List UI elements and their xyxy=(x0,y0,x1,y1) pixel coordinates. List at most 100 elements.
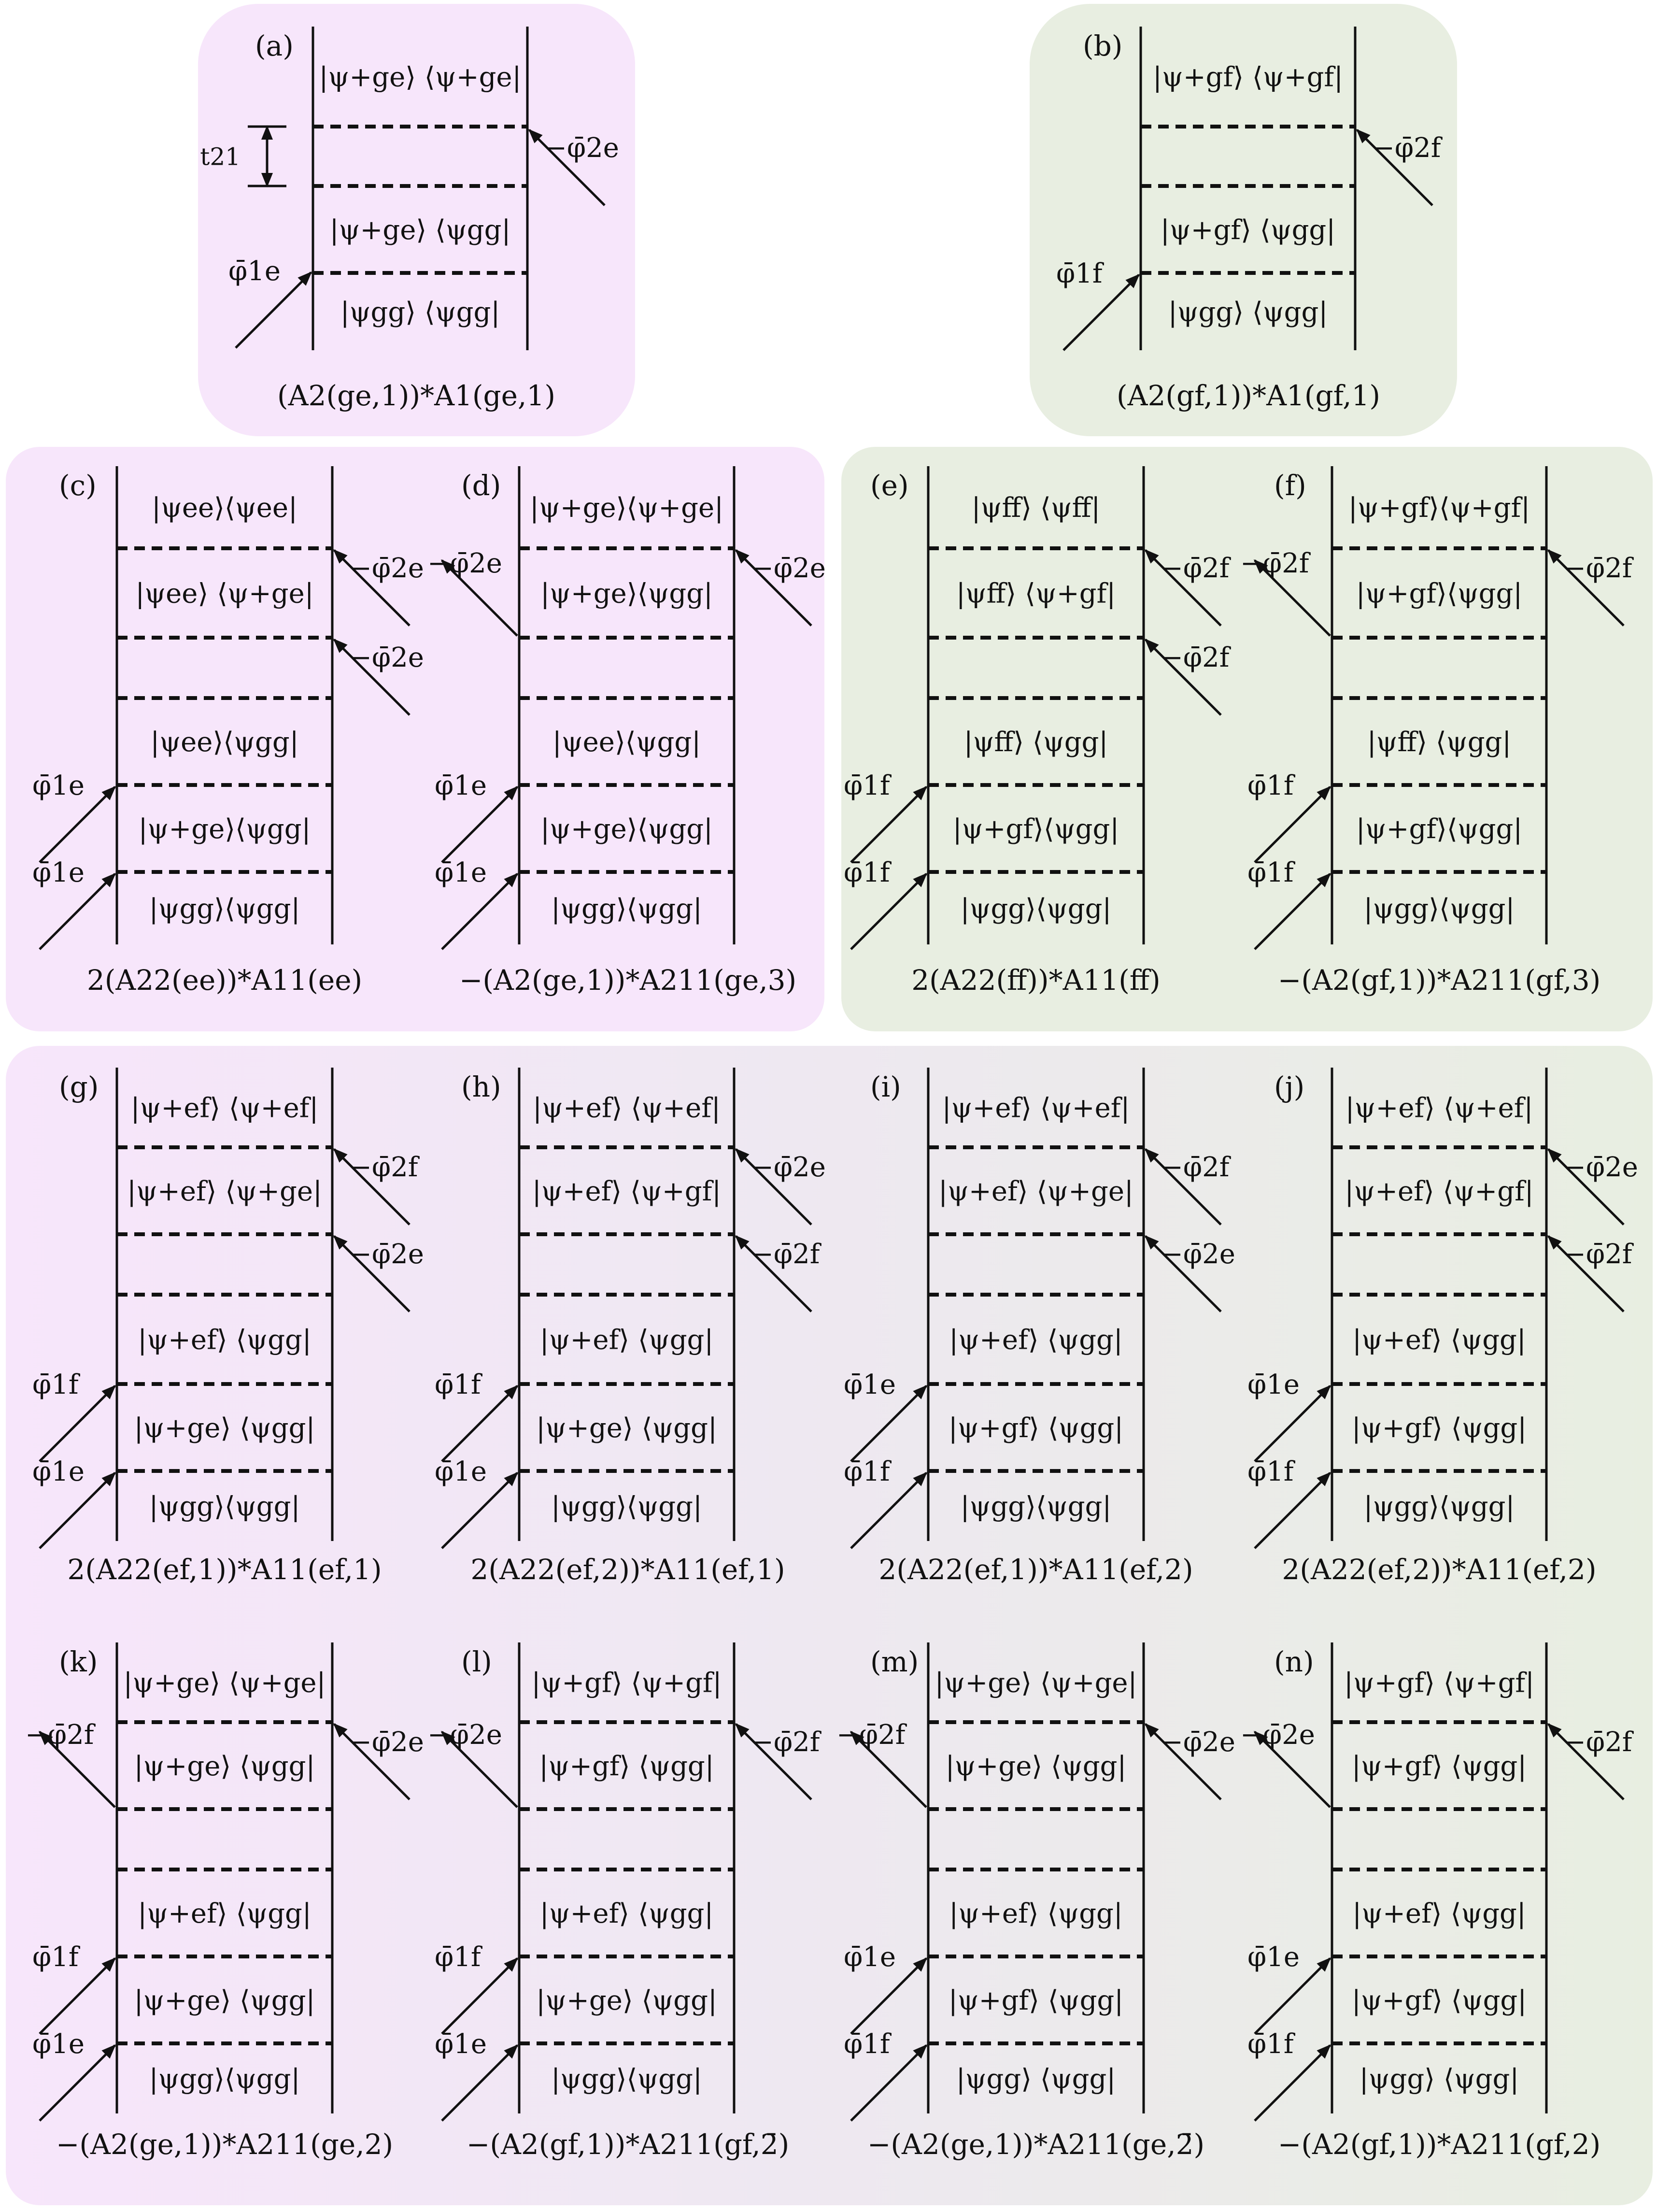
field-arrow-in-left-g-0 xyxy=(39,1384,116,1462)
field-arrow-in-right-l-0 xyxy=(735,1723,812,1800)
panel-label-c: (c) xyxy=(59,469,97,502)
field-arrow-in-left-j-1 xyxy=(1254,1471,1331,1549)
field-arrow-in-right-k-0 xyxy=(333,1723,411,1800)
field-arrow-in-left-k-0 xyxy=(39,1957,116,2035)
state-label-k-4: |ψgg⟩⟨ψgg| xyxy=(149,2064,300,2095)
field-arrow-in-left-d-1 xyxy=(441,872,519,950)
field-label-in-left-a-0: φ̄1e xyxy=(228,256,281,287)
state-label-m-1: |ψ+ge⟩ ⟨ψgg| xyxy=(946,1751,1127,1782)
field-arrow-in-right-c-0 xyxy=(333,549,411,627)
field-arrow-in-left-m-0 xyxy=(850,1957,928,2035)
field-label-in-right-a-0: −φ̄2e xyxy=(544,132,619,164)
field-label-out-left-f-0: −φ̄2f xyxy=(1240,548,1311,579)
field-arrow-in-left-g-1 xyxy=(39,1471,116,1549)
field-arrow-in-right-m-0 xyxy=(1144,1723,1222,1800)
panel-g-to-n-background xyxy=(6,1046,1653,2205)
state-label-m-4: |ψgg⟩ ⟨ψgg| xyxy=(956,2064,1116,2095)
panel-cd-background xyxy=(6,447,824,1031)
field-label-in-right-d-0: −φ̄2e xyxy=(751,553,826,584)
state-label-e-2: |ψff⟩ ⟨ψgg| xyxy=(964,727,1108,758)
state-label-f-3: |ψ+gf⟩⟨ψgg| xyxy=(1356,813,1522,845)
field-label-in-right-e-1: −φ̄2f xyxy=(1161,642,1232,673)
state-label-a-0: |ψ+ge⟩ ⟨ψ+ge| xyxy=(319,62,522,93)
panel-b-background xyxy=(1030,4,1457,436)
field-arrow-in-right-i-0 xyxy=(1144,1148,1222,1226)
field-label-in-left-c-1: φ̄1e xyxy=(32,857,85,888)
panel-label-j: (j) xyxy=(1274,1070,1304,1103)
field-label-in-right-m-0: −φ̄2e xyxy=(1161,1727,1235,1758)
state-label-f-4: |ψgg⟩⟨ψgg| xyxy=(1364,893,1515,925)
state-label-d-3: |ψ+ge⟩⟨ψgg| xyxy=(540,813,713,845)
state-label-k-2: |ψ+ef⟩ ⟨ψgg| xyxy=(138,1898,312,1929)
field-arrow-in-right-g-1 xyxy=(333,1235,411,1313)
field-label-in-left-f-0: φ̄1f xyxy=(1247,770,1296,801)
t21-label: t21 xyxy=(200,143,241,171)
state-label-j-3: |ψ+gf⟩ ⟨ψgg| xyxy=(1352,1413,1527,1444)
field-label-out-left-l-0: −φ̄2e xyxy=(427,1719,502,1751)
field-label-out-left-k-0: −φ̄2f xyxy=(25,1719,96,1751)
caption-a: (A2(ge,1))*A1(ge,1) xyxy=(277,379,555,412)
field-arrow-in-left-f-0 xyxy=(1254,785,1331,863)
state-label-h-0: |ψ+ef⟩ ⟨ψ+ef| xyxy=(533,1093,721,1124)
field-label-in-left-k-0: φ̄1f xyxy=(32,1941,81,1973)
caption-g: 2(A22(ef,1))*A11(ef,1) xyxy=(67,1553,382,1586)
state-label-d-4: |ψgg⟩⟨ψgg| xyxy=(551,893,702,925)
panel-label-d: (d) xyxy=(461,469,501,502)
state-label-e-3: |ψ+gf⟩⟨ψgg| xyxy=(953,813,1119,845)
field-arrow-in-right-n-0 xyxy=(1547,1723,1625,1800)
field-label-in-left-b-0: φ̄1f xyxy=(1056,258,1105,289)
field-label-in-left-m-1: φ̄1f xyxy=(844,2028,892,2060)
state-label-h-2: |ψ+ef⟩ ⟨ψgg| xyxy=(540,1325,714,1356)
panel-label-f: (f) xyxy=(1274,469,1306,502)
field-arrow-in-right-e-1 xyxy=(1144,638,1222,716)
field-arrow-in-left-l-1 xyxy=(441,2044,519,2122)
field-arrow-in-left-i-0 xyxy=(850,1384,928,1462)
field-arrow-out-left-k-0 xyxy=(38,1730,116,1808)
state-label-n-4: |ψgg⟩ ⟨ψgg| xyxy=(1360,2064,1519,2095)
field-label-in-right-h-1: −φ̄2f xyxy=(751,1239,822,1270)
state-label-c-3: |ψ+ge⟩⟨ψgg| xyxy=(139,813,311,845)
field-arrow-in-right-h-1 xyxy=(735,1235,812,1313)
field-label-in-left-j-1: φ̄1f xyxy=(1247,1456,1296,1487)
field-arrow-in-right-i-1 xyxy=(1144,1235,1222,1313)
state-label-i-1: |ψ+ef⟩ ⟨ψ+ge| xyxy=(938,1176,1133,1207)
state-label-n-3: |ψ+gf⟩ ⟨ψgg| xyxy=(1352,1985,1527,2016)
caption-c: 2(A22(ee))*A11(ee) xyxy=(86,964,363,997)
field-arrow-in-left-n-1 xyxy=(1254,2044,1331,2122)
field-label-out-left-d-0: −φ̄2e xyxy=(427,548,502,579)
state-label-f-1: |ψ+gf⟩⟨ψgg| xyxy=(1356,578,1522,610)
field-label-in-left-l-1: φ̄1e xyxy=(435,2028,487,2060)
field-label-in-right-c-0: −φ̄2e xyxy=(349,553,424,584)
field-arrow-in-left-d-0 xyxy=(441,785,519,863)
state-label-k-3: |ψ+ge⟩ ⟨ψgg| xyxy=(134,1985,315,2016)
field-label-in-right-i-0: −φ̄2f xyxy=(1161,1152,1232,1183)
field-label-out-left-n-0: −φ̄2e xyxy=(1240,1719,1315,1751)
panel-label-a: (a) xyxy=(255,29,294,62)
field-label-in-left-i-0: φ̄1e xyxy=(844,1369,896,1400)
state-label-c-2: |ψee⟩⟨ψgg| xyxy=(150,727,298,758)
panel-label-g: (g) xyxy=(59,1070,99,1103)
state-label-l-0: |ψ+gf⟩ ⟨ψ+gf| xyxy=(531,1668,722,1699)
state-label-g-4: |ψgg⟩⟨ψgg| xyxy=(149,1491,300,1523)
field-arrow-in-left-n-0 xyxy=(1254,1957,1331,2035)
state-label-j-2: |ψ+ef⟩ ⟨ψgg| xyxy=(1352,1325,1526,1356)
caption-e: 2(A22(ff))*A11(ff) xyxy=(911,964,1161,997)
field-label-in-left-j-0: φ̄1e xyxy=(1247,1369,1300,1400)
field-arrow-out-left-f-0 xyxy=(1253,559,1331,637)
field-arrow-in-left-j-0 xyxy=(1254,1384,1331,1462)
field-arrow-in-right-j-1 xyxy=(1547,1235,1625,1313)
field-arrow-in-right-g-0 xyxy=(333,1148,411,1226)
caption-h: 2(A22(ef,2))*A11(ef,1) xyxy=(470,1553,785,1586)
state-label-l-4: |ψgg⟩⟨ψgg| xyxy=(551,2064,702,2095)
state-label-e-1: |ψff⟩ ⟨ψ+gf| xyxy=(956,578,1116,610)
field-label-in-left-k-1: φ̄1e xyxy=(32,2028,85,2060)
field-label-in-left-n-0: φ̄1e xyxy=(1247,1941,1300,1973)
state-label-l-2: |ψ+ef⟩ ⟨ψgg| xyxy=(540,1898,714,1929)
panel-label-k: (k) xyxy=(59,1645,98,1678)
field-label-in-left-m-0: φ̄1e xyxy=(844,1941,896,1973)
panel-label-m: (m) xyxy=(870,1645,919,1678)
field-label-in-right-k-0: −φ̄2e xyxy=(349,1727,424,1758)
field-arrow-in-left-f-1 xyxy=(1254,872,1331,950)
field-arrow-in-left-h-1 xyxy=(441,1471,519,1549)
field-label-in-right-n-0: −φ̄2f xyxy=(1563,1727,1634,1758)
